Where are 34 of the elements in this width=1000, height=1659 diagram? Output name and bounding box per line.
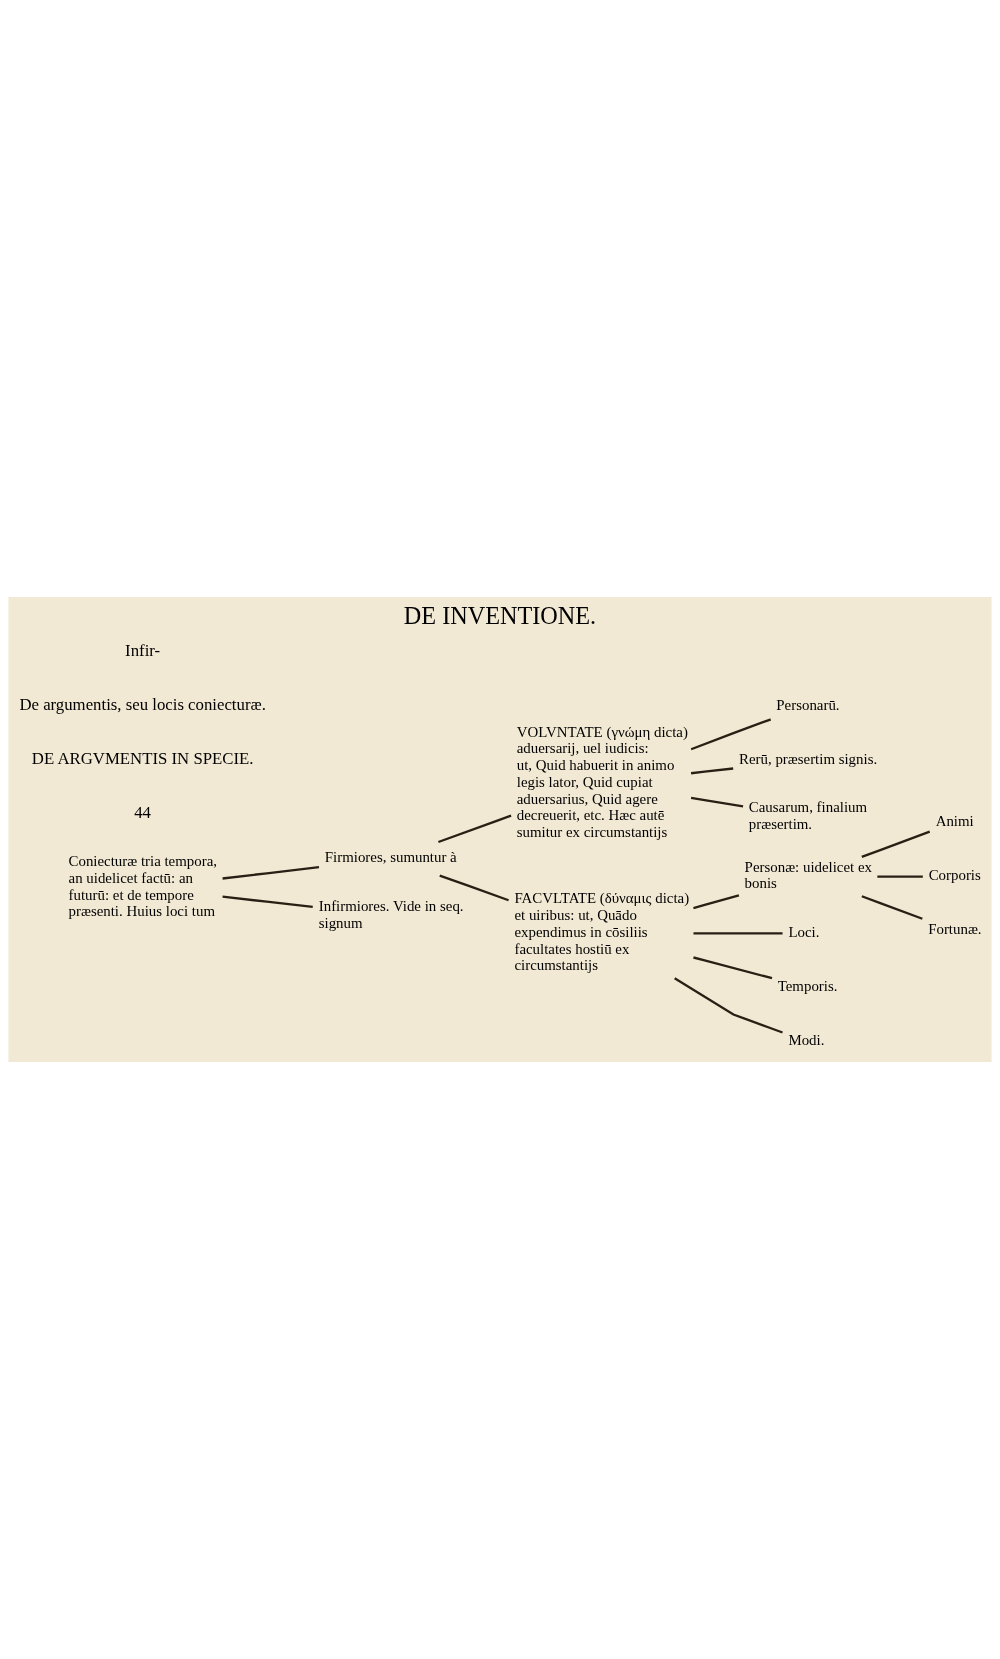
node-text: Personarū. bbox=[776, 696, 840, 713]
connector bbox=[877, 875, 923, 878]
connector bbox=[861, 895, 923, 920]
connector bbox=[222, 866, 320, 880]
node-text: Animi bbox=[935, 813, 974, 830]
connector bbox=[690, 767, 734, 775]
label: 44 bbox=[134, 803, 152, 823]
connector bbox=[693, 894, 740, 910]
connector bbox=[861, 830, 931, 858]
connector bbox=[693, 956, 773, 980]
node-text: Modi. bbox=[788, 1032, 825, 1049]
label: De argumentis, seu locis coniecturæ. bbox=[19, 695, 266, 715]
node-text: Fortunæ. bbox=[928, 921, 982, 938]
connector bbox=[690, 718, 772, 751]
node-text: FACVLTATE (δύναμις dicta) et uiribus: ut, Quādo expendimus in cōsiliis facultates hostiū ex circumstantijs bbox=[514, 890, 690, 974]
node-text: Corporis bbox=[928, 867, 981, 884]
connector bbox=[438, 814, 512, 844]
node-text: Rerū, præsertim signis. bbox=[739, 750, 878, 767]
node-text: Firmiores, sumuntur à bbox=[324, 849, 457, 866]
label: Infir- bbox=[125, 641, 161, 661]
connector bbox=[693, 932, 783, 935]
node-text: Temporis. bbox=[777, 977, 838, 994]
connector bbox=[690, 796, 744, 808]
connector bbox=[674, 977, 783, 1034]
node-text: Infirmiores. Vide in seq. signum bbox=[318, 897, 464, 931]
node-text: Personæ: uidelicet ex bonis bbox=[744, 858, 872, 892]
diagram-title: DE INVENTIONE. bbox=[403, 601, 597, 629]
node-text: Coniecturæ tria tempora, an uidelicet factū: an futurū: et de tempore præsenti. Huius loci tum bbox=[68, 853, 217, 920]
node-text: Causarum, finalium præsertim. bbox=[748, 799, 868, 832]
node-text: VOLVNTATE (γνώμη dicta) aduersarij, uel iudicis: ut, Quid habuerit in animo legis lator, Quid cupiat aduersarius, Quid agere decreuerit, etc. Hæc autē sumitur ex circumstantijs bbox=[516, 723, 688, 841]
connector bbox=[222, 895, 313, 909]
label: DE ARGVMENTIS IN SPECIE. bbox=[31, 749, 254, 769]
connector bbox=[439, 874, 509, 902]
node-text: Loci. bbox=[788, 923, 820, 940]
